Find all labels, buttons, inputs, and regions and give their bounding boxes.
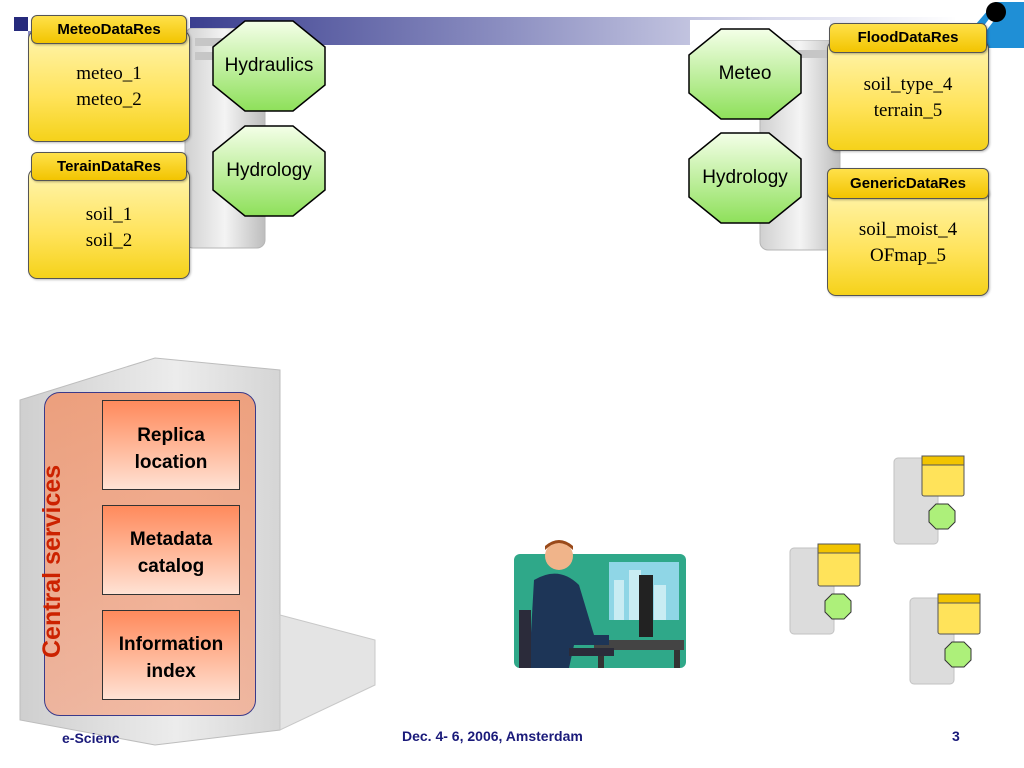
flood-resource-items: soil_type_4 terrain_5 — [828, 72, 988, 124]
terrain-data-resource-title: TerainDataRes — [31, 152, 187, 181]
slide-page-number: 3 — [952, 728, 960, 744]
resource-item: soil_type_4 — [863, 74, 953, 95]
meteo-service: Meteo — [688, 28, 802, 120]
service-name-line1: Replica — [137, 425, 205, 446]
octagon-shape — [688, 132, 802, 224]
resource-item: soil_2 — [85, 230, 133, 251]
generic-data-resource-title: GenericDataRes — [827, 168, 989, 199]
flood-data-resource: soil_type_4 terrain_5 — [827, 40, 989, 151]
meteo-data-resource-title: MeteoDataRes — [31, 15, 187, 44]
flood-data-resource-title: FloodDataRes — [829, 23, 987, 53]
meteo-resource-items: meteo_1 meteo_2 — [29, 61, 189, 113]
service-label: Hydraulics — [224, 55, 314, 76]
service-name-line2: catalog — [137, 556, 205, 577]
generic-data-resource: soil_moist_4 OFmap_5 — [827, 185, 989, 296]
octagon-shape — [212, 125, 326, 217]
hydrology-service-left: Hydrology — [212, 125, 326, 217]
user-at-computer-icon — [514, 540, 686, 668]
terrain-data-resource: soil_1 soil_2 — [28, 168, 190, 279]
service-name-line2: location — [134, 452, 208, 473]
information-index-service: Information index — [102, 610, 240, 700]
resource-item: soil_1 — [85, 204, 133, 225]
terrain-resource-items: soil_1 soil_2 — [29, 202, 189, 254]
service-label: Hydrology — [702, 167, 788, 188]
resource-item: soil_moist_4 — [858, 219, 958, 240]
service-label: Meteo — [718, 63, 772, 84]
server-icon — [909, 593, 981, 685]
octagon-shape — [212, 20, 326, 112]
resource-item: meteo_2 — [76, 89, 142, 110]
service-label: Hydrology — [226, 160, 312, 181]
server-icon — [893, 455, 965, 545]
service-name-line2: index — [146, 661, 196, 682]
hydrology-service-right: Hydrology — [688, 132, 802, 224]
service-name-line1: Metadata — [129, 529, 213, 550]
resource-item: OFmap_5 — [870, 245, 946, 266]
generic-resource-items: soil_moist_4 OFmap_5 — [828, 217, 988, 269]
service-name-line1: Information — [118, 634, 224, 655]
server-icon — [789, 543, 861, 635]
central-services-label: Central services — [38, 464, 66, 658]
footer-left-text: e-Scienc — [62, 730, 120, 746]
footer-date-location: Dec. 4- 6, 2006, Amsterdam — [402, 728, 583, 744]
banner-square-dark — [14, 17, 28, 31]
octagon-shape — [688, 28, 802, 120]
metadata-catalog-service: Metadata catalog — [102, 505, 240, 595]
resource-item: meteo_1 — [76, 63, 142, 84]
replica-location-service: Replica location — [102, 400, 240, 490]
hydraulics-service: Hydraulics — [212, 20, 326, 112]
meteo-data-resource: meteo_1 meteo_2 — [28, 30, 190, 142]
resource-item: terrain_5 — [873, 100, 943, 121]
